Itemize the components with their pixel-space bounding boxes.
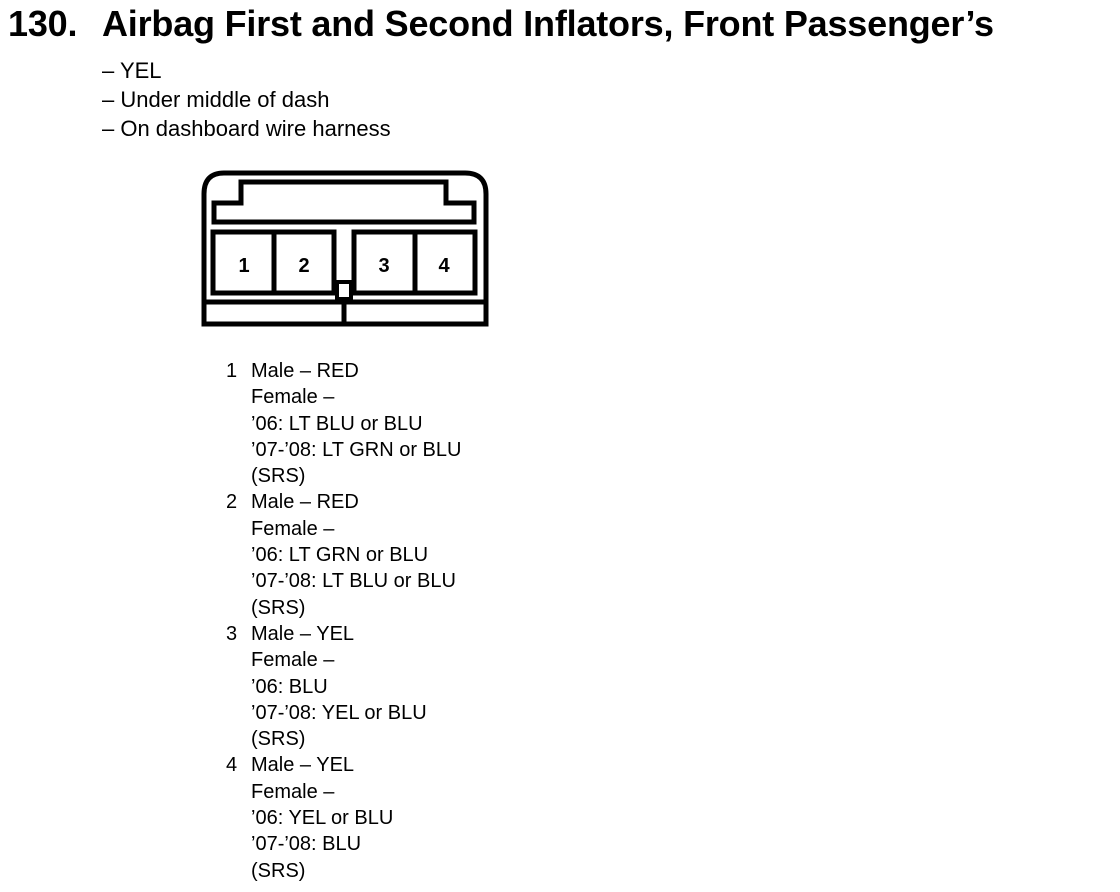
terminal-label-2: 2 — [298, 255, 309, 277]
pin-system: (SRS) — [251, 728, 306, 751]
pin-female-2006: ’06: YEL or BLU — [251, 807, 394, 830]
pin-female-2007-2008: ’07-’08: LT GRN or BLU — [251, 438, 462, 461]
pin-system: (SRS) — [251, 596, 306, 619]
connector-notes: – YEL – Under middle of dash – On dashbo… — [102, 56, 391, 143]
pin-male-color: Male – RED — [251, 360, 359, 382]
connector-diagram: 1 2 3 4 — [201, 170, 489, 327]
connector-center-key — [335, 280, 353, 301]
terminal-label-1: 1 — [238, 255, 249, 277]
terminal-label-3: 3 — [378, 255, 389, 277]
pin-item-2: 2 Male – RED Female – ’06: LT GRN or BLU… — [226, 489, 461, 620]
note-color: – YEL — [102, 58, 162, 83]
terminal-label-4: 4 — [438, 255, 450, 277]
pin-female-2006: ’06: LT BLU or BLU — [251, 412, 423, 435]
pin-item-4: 4 Male – YEL Female – ’06: YEL or BLU ’0… — [226, 752, 461, 883]
pin-female-label: Female – — [251, 649, 335, 672]
pin-female-label: Female – — [251, 517, 335, 540]
note-location: – Under middle of dash — [102, 87, 330, 112]
pin-list: 1 Male – RED Female – ’06: LT BLU or BLU… — [226, 358, 461, 884]
pin-number: 4 — [226, 754, 238, 777]
pin-system: (SRS) — [251, 859, 306, 882]
page-title: 130. Airbag First and Second Inflators, F… — [8, 0, 994, 48]
connector-number: 130. — [8, 3, 78, 44]
pin-female-label: Female – — [251, 780, 335, 803]
pin-number: 2 — [226, 491, 238, 514]
pin-system: (SRS) — [251, 465, 306, 488]
pin-item-3: 3 Male – YEL Female – ’06: BLU ’07-’08: … — [226, 621, 461, 752]
pin-female-label: Female – — [251, 386, 335, 409]
pin-number: 3 — [226, 622, 238, 645]
note-harness: – On dashboard wire harness — [102, 116, 391, 141]
connector-title: Airbag First and Second Inflators, Front… — [102, 3, 994, 44]
connector-lock-tab — [211, 179, 477, 225]
pin-female-2007-2008: ’07-’08: YEL or BLU — [251, 701, 427, 724]
pin-female-2006: ’06: LT GRN or BLU — [251, 544, 429, 567]
pin-number: 1 — [226, 360, 238, 382]
pin-male-color: Male – RED — [251, 491, 359, 514]
connector-housing — [201, 170, 489, 327]
pin-male-color: Male – YEL — [251, 754, 355, 777]
pin-item-1: 1 Male – RED Female – ’06: LT BLU or BLU… — [226, 358, 461, 489]
pin-female-2006: ’06: BLU — [251, 675, 328, 698]
pin-male-color: Male – YEL — [251, 622, 355, 645]
pin-female-2007-2008: ’07-’08: BLU — [251, 833, 362, 856]
pin-female-2007-2008: ’07-’08: LT BLU or BLU — [251, 570, 456, 593]
